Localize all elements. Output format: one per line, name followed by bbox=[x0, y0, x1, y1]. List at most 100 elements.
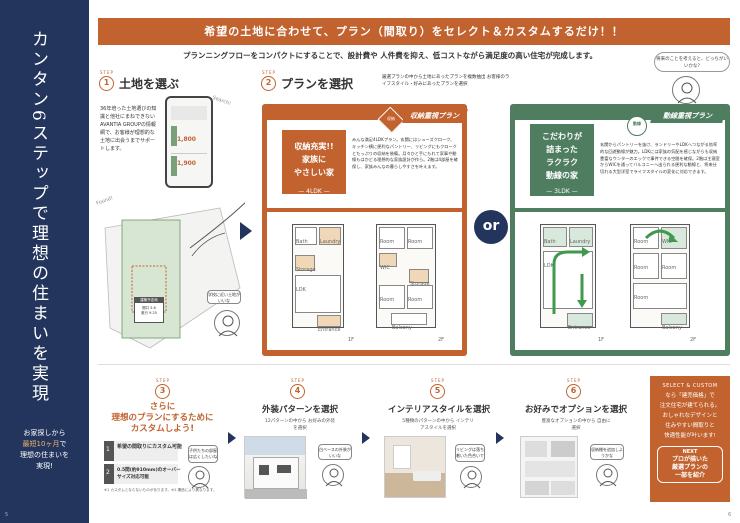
room-entrance-b: Entrance bbox=[567, 313, 593, 331]
step2-desc: 厳選プランの中から土地にあったプランを複数抽出 お客様のライフスタイル・好みにあ… bbox=[382, 75, 510, 87]
select-custom-infobox: SELECT & CUSTOM なら「建売価格」で 注文住宅が建てられる。 おし… bbox=[650, 376, 730, 502]
step6-sub: 豊富なオプションの中から 自由に選択 bbox=[541, 419, 611, 431]
step3-number: 3 bbox=[155, 384, 170, 399]
flow-arrow-step5-icon bbox=[496, 432, 504, 444]
plan-a-floor1: Bath Laundry Storage LDK Entrance bbox=[292, 224, 344, 333]
step1-bubble: 学校に近い土地がいいな bbox=[207, 290, 241, 304]
lot-info1: 間口 5.6 bbox=[142, 306, 156, 310]
page-number-left: 5 bbox=[5, 512, 9, 518]
flow-arrow-2f-icon bbox=[644, 229, 678, 242]
plan-b-floor1-label: 1F bbox=[598, 337, 605, 343]
step3-title3: カスタムしよう! bbox=[130, 424, 195, 434]
plan-a-floor2: Room Room WIC Storage Room Room Balcony bbox=[376, 224, 436, 331]
infobox-line2: なら「建売価格」で bbox=[665, 393, 715, 399]
sidebar-note-line3: 理想の住まいを bbox=[20, 451, 69, 459]
room-storage-2: Storage bbox=[409, 269, 430, 287]
step3-item2-text: 0.5間(約910mm)のオーバーサイズ対応可能 bbox=[117, 468, 181, 480]
plan-b-floor1: Bath Laundry LDK Entrance bbox=[540, 224, 596, 331]
plan-a-badge-label: 収納 bbox=[387, 116, 395, 121]
plan-a-ldk: — 4LDK — bbox=[298, 188, 330, 195]
room-balcony: Balcony bbox=[391, 313, 427, 331]
room-b2: Room bbox=[633, 253, 659, 279]
step5-bubble: リビングは落ち着いた色合いで bbox=[455, 444, 485, 462]
room-bath-b: Bath bbox=[543, 227, 567, 247]
step3-title1: さらに bbox=[149, 402, 176, 412]
plan-b-floor2-label: 2F bbox=[690, 337, 697, 343]
sidebar-note-line4: 実現! bbox=[36, 462, 53, 470]
step5-title: インテリアスタイルを選択 bbox=[387, 405, 490, 415]
step3-title2: 理想のプランにするために bbox=[111, 413, 214, 423]
plan-b-ldk: — 3LDK — bbox=[546, 188, 578, 195]
sidebar-note-line1: お家探しから bbox=[23, 429, 66, 437]
plan-b-ribbon: 動線重視プラン bbox=[650, 109, 726, 123]
next-text2: 厳選プランの bbox=[671, 464, 708, 471]
step6-tag: STEP bbox=[567, 378, 581, 383]
room-entrance: Entrance bbox=[317, 315, 341, 333]
next-text3: 一部を紹介 bbox=[674, 472, 705, 479]
plan-a-ribbon: 収納重視プラン bbox=[402, 109, 468, 123]
header-banner: 希望の土地に合わせて、プラン（間取り）をセレクト＆カスタムするだけ！！ bbox=[98, 18, 730, 45]
woman2-illustration-icon bbox=[322, 464, 344, 487]
room-balcony-b: Balcony bbox=[661, 313, 687, 331]
sidebar: カンタン6ステップで理想の住まいを実現 お家探しから 最短10ヶ月で 理想の住ま… bbox=[0, 0, 89, 523]
plan-a-title-box: 収納充実!! 家族に やさしい家 — 4LDK — bbox=[282, 130, 346, 195]
plan-b-title-box: こだわりが 詰まった ラクラク 動線の家 — 3LDK — bbox=[530, 124, 594, 196]
step2-title: プランを選択 bbox=[281, 77, 354, 91]
plan-b-title4: 動線の家 bbox=[546, 171, 578, 180]
interior-photo bbox=[384, 436, 446, 498]
step1-number: 1 bbox=[99, 76, 114, 91]
room-ldk: LDK bbox=[295, 275, 341, 313]
woman-illustration-icon bbox=[214, 310, 240, 337]
header-subtitle: プランニングフローをコンパクトにすることで、設計費や 人件費を抑え、低コストなが… bbox=[183, 51, 597, 60]
couple-illustration-icon bbox=[460, 466, 482, 489]
room-laundry: Laundry bbox=[319, 227, 341, 245]
step4-title: 外装パターンを選択 bbox=[261, 405, 339, 415]
page-number-right: 6 bbox=[728, 512, 732, 518]
step6-number: 6 bbox=[566, 384, 581, 399]
flow-arrow-icon bbox=[240, 222, 252, 240]
next-button[interactable]: NEXT プロが描いた 厳選プランの 一部を紹介 bbox=[657, 446, 723, 483]
or-badge: or bbox=[474, 210, 508, 244]
step3-item1-text: 希望の間取りにカスタム可能 bbox=[117, 444, 183, 450]
plan-b-title2: 詰まった bbox=[546, 145, 578, 154]
plan-a-title3: やさしい家 bbox=[294, 168, 334, 177]
step4-tag: STEP bbox=[291, 378, 305, 383]
plan-b-text: 玄関からパントリーを抜け、ランドリーやLDKへつながる効率的な回遊動線が魅力。L… bbox=[600, 142, 720, 175]
flow-arrow-step3-icon bbox=[228, 432, 236, 444]
room-b3: Room bbox=[661, 253, 687, 279]
plan-a-title1: 収納充実!! bbox=[294, 142, 334, 151]
sidebar-note: お家探しから 最短10ヶ月で 理想の住まいを 実現! bbox=[8, 428, 81, 472]
room-3: Room bbox=[379, 285, 405, 309]
step2-number: 2 bbox=[261, 76, 276, 91]
plan-a-floor1-label: 1F bbox=[348, 337, 355, 343]
step3-tag: STEP bbox=[156, 378, 170, 383]
lot-label: 建築予定地 bbox=[135, 298, 163, 303]
plan-b-badge: 動線 bbox=[627, 116, 647, 136]
step3-item1: 1 希望の間取りにカスタム可能 bbox=[104, 441, 182, 461]
section-divider bbox=[98, 364, 730, 365]
step5-sub: 5種類のパターンの中から インテリアスタイルを選択 bbox=[402, 419, 474, 431]
room-4: Room bbox=[407, 285, 433, 309]
infobox-line5: 住みやすい間取りと bbox=[665, 423, 715, 429]
sidebar-note-highlight: 最短10ヶ月 bbox=[22, 440, 60, 448]
step1-title: 土地を選ぶ bbox=[119, 77, 180, 91]
sidebar-note-line2: で bbox=[59, 440, 67, 448]
phone-price2: 1,900 bbox=[177, 160, 196, 167]
step3-item1-num: 1 bbox=[106, 446, 110, 453]
phone-price1: 1,800 bbox=[177, 136, 196, 143]
plan-a-text: みんな満足4LDKプラン。玄関にはシューズクローク、キッチン横に便利なパントリー… bbox=[352, 137, 458, 170]
plan-a-floor2-label: 2F bbox=[438, 337, 445, 343]
step3-bubble: 子供たちの部屋は広くしたいね bbox=[188, 445, 218, 463]
flow-arrow-step4-icon bbox=[362, 432, 370, 444]
step5-number: 5 bbox=[430, 384, 445, 399]
room-wic: WIC bbox=[379, 253, 397, 271]
question-bubble: 将来のことを考えると、どっちがいいかな? bbox=[654, 52, 730, 72]
room-storage: Storage bbox=[295, 255, 316, 273]
sidebar-title: カンタン6ステップで理想の住まいを実現 bbox=[28, 30, 48, 404]
infobox-line3: 注文住宅が建てられる。 bbox=[659, 403, 721, 409]
man-illustration-icon bbox=[188, 466, 210, 489]
next-label: NEXT bbox=[682, 449, 698, 455]
room-b4: Room bbox=[633, 283, 687, 309]
step2-tag: STEP bbox=[262, 70, 276, 75]
infobox-line1: SELECT & CUSTOM bbox=[662, 383, 718, 389]
